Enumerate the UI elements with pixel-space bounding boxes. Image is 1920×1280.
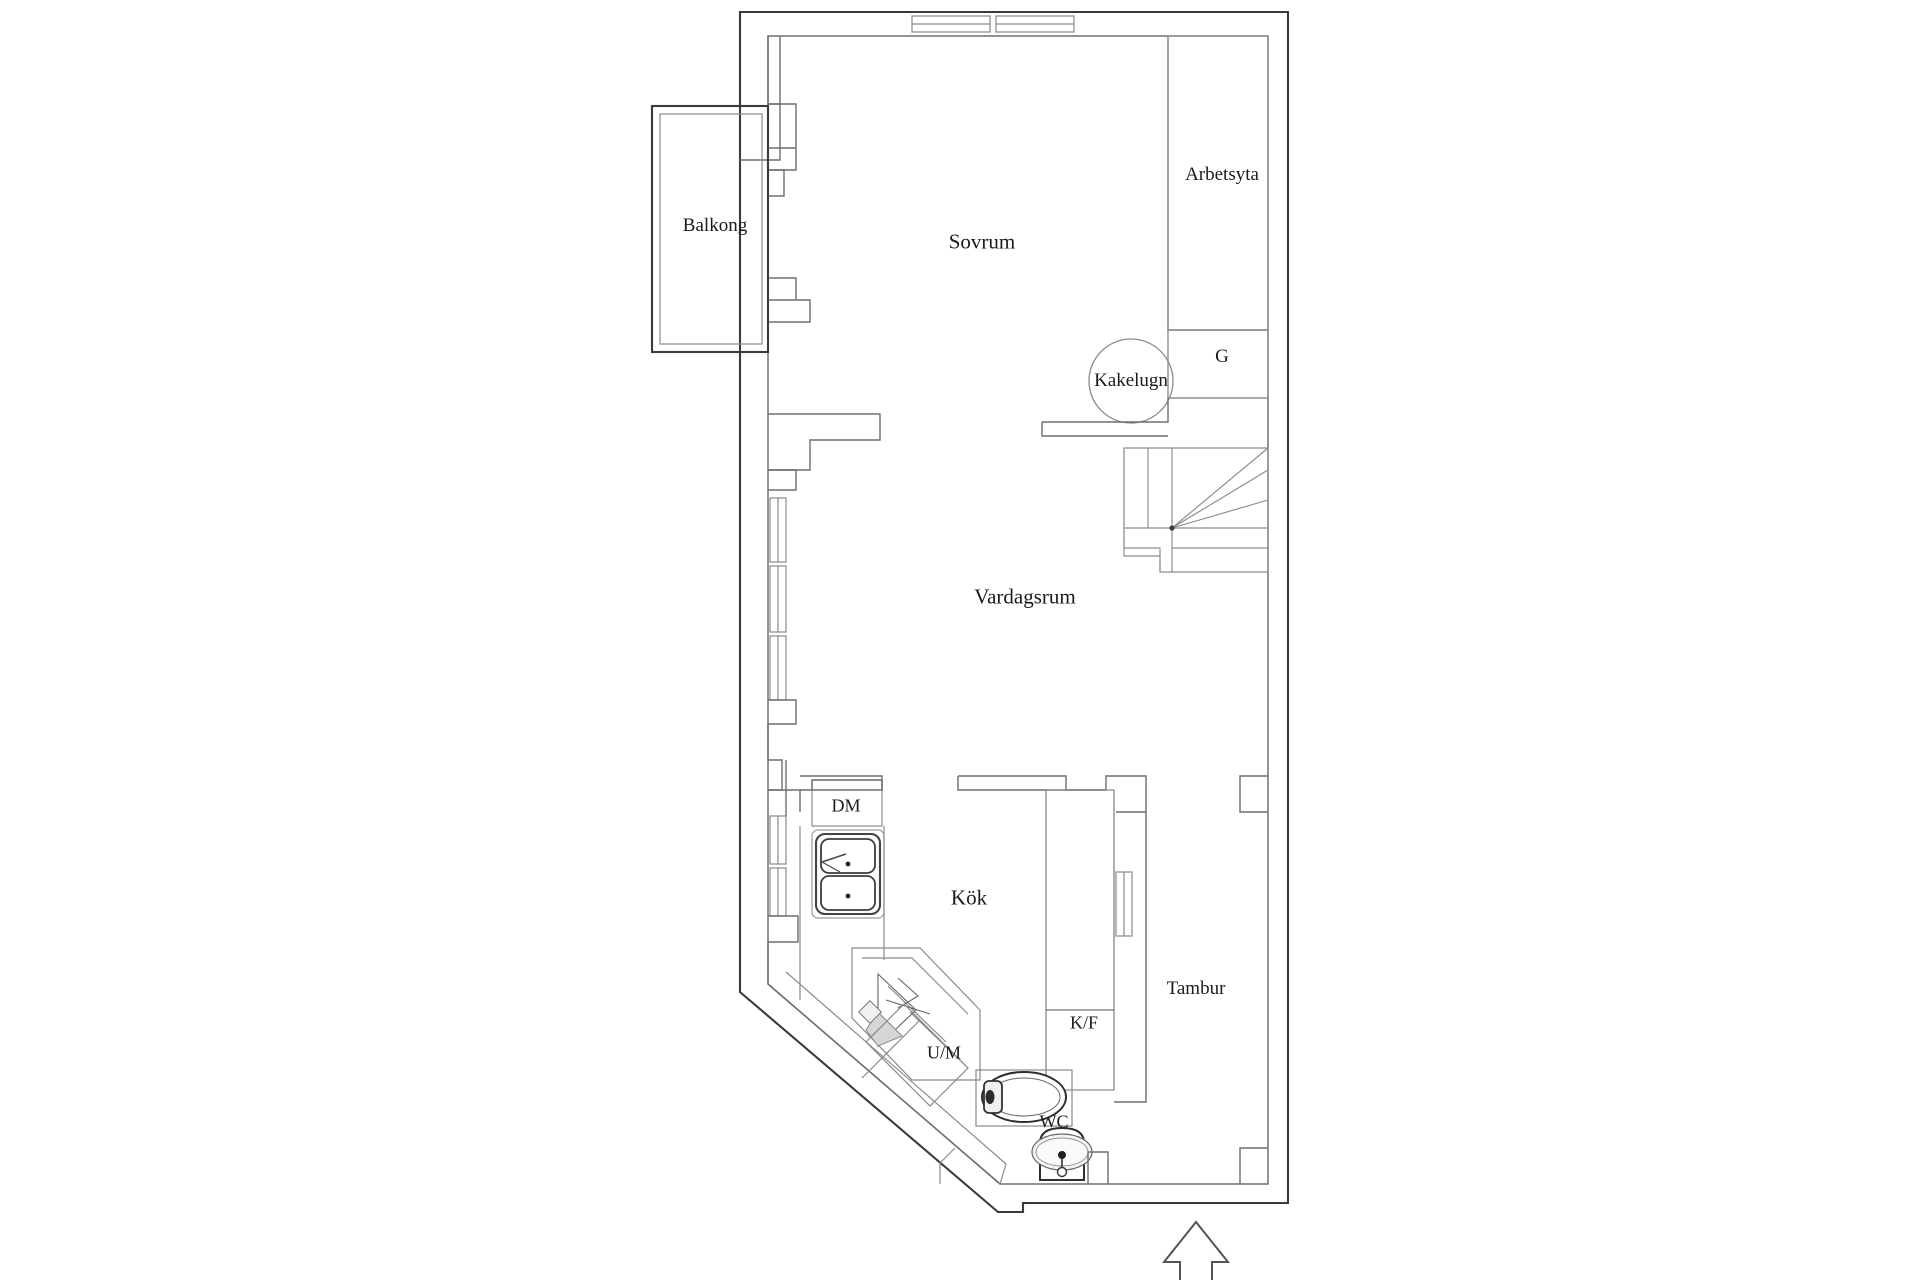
room-label-kakelugn: Kakelugn xyxy=(1094,370,1168,391)
room-label-g: G xyxy=(1215,346,1229,367)
room-label-um: U/M xyxy=(926,1042,962,1063)
balcony-outline xyxy=(650,104,770,354)
double-sink xyxy=(799,826,885,1000)
room-label-kf: K/F xyxy=(1069,1012,1099,1033)
window-top-2 xyxy=(995,15,1075,33)
wash-basin xyxy=(1031,1126,1093,1181)
window-left-1 xyxy=(769,497,787,563)
room-label-dm: DM xyxy=(831,795,861,816)
kitchen-door-opening xyxy=(1115,871,1133,937)
room-label-balkong: Balkong xyxy=(682,215,748,236)
wc-toilet xyxy=(975,1069,1073,1127)
building-inner-wall xyxy=(767,35,1269,1185)
left-wall-jogs-kitchen xyxy=(767,760,799,984)
kitchen-counter-block xyxy=(1045,789,1115,1091)
entry-wall-stubs xyxy=(1087,775,1268,1184)
window-left-5 xyxy=(769,867,787,917)
window-top-1 xyxy=(911,15,991,33)
kakelugn-wall xyxy=(1041,398,1169,437)
kakelugn-stove xyxy=(1088,338,1174,424)
room-label-kok: Kök xyxy=(950,885,988,910)
washer-dryer-block xyxy=(861,1003,969,1107)
window-left-2 xyxy=(769,565,787,633)
room-label-sovrum: Sovrum xyxy=(948,229,1016,254)
room-label-wc: WC xyxy=(1039,1111,1069,1132)
room-label-arbetsyta: Arbetsyta xyxy=(1185,164,1259,185)
building-outline xyxy=(738,10,1290,1214)
left-wall-jogs-lower xyxy=(767,699,801,812)
room-label-tambur: Tambur xyxy=(1166,978,1226,999)
entrance-arrow xyxy=(1161,1220,1231,1280)
kitchen-partition-wall xyxy=(957,775,1147,1064)
window-left-4 xyxy=(769,815,787,865)
stove-hob xyxy=(851,947,981,1081)
dishwasher-box xyxy=(800,775,883,827)
window-left-3 xyxy=(769,635,787,701)
left-wall-jogs-mid xyxy=(768,413,881,491)
arbetsyta-room xyxy=(1167,35,1269,399)
room-label-vardagsrum: Vardagsrum xyxy=(974,584,1076,609)
left-wall-jogs-upper xyxy=(740,36,811,350)
winder-staircase xyxy=(1123,447,1269,573)
diagonal-wall xyxy=(767,971,1007,1185)
